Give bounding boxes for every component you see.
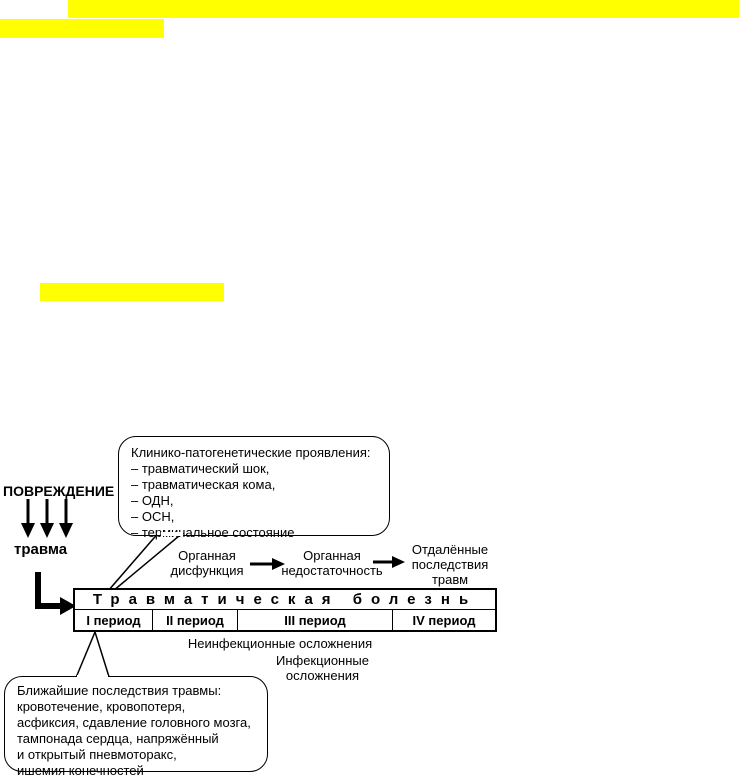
top-callout-seam [161,532,183,536]
top-callout-item: – ОСН, [131,509,175,524]
highlight-bar-top [68,0,739,18]
top-callout-title: Клинико-патогенетические проявления: [131,445,371,460]
late-consequences-line: Отдалённые [411,542,489,557]
infectious-complications: Инфекционные осложнения [270,653,375,683]
organ-failure-line: недостаточность [281,563,383,578]
bottom-callout-item: тампонада сердца, напряжённый [17,731,219,746]
period-cell: IV период [412,613,476,628]
top-callout: Клинико-патогенетические проявления: – т… [118,436,390,540]
organ-dysfunction-line: дисфункция [170,563,244,578]
bent-arrow-icon [35,572,76,615]
infectious-line: осложнения [285,668,360,683]
organ-failure-label: Органная недостаточность [280,548,384,578]
down-arrows-icon [21,499,73,538]
organ-failure-line: Органная [303,548,361,563]
bottom-callout-item: кровотечение, кровопотеря, [17,699,186,714]
highlight-bar-top-left [0,19,164,38]
top-callout-item: – ОДН, [131,493,174,508]
organ-dysfunction-line: Органная [178,548,236,563]
top-callout-item: – терминальное состояние [131,525,295,540]
late-consequences-line: последствия [411,557,489,572]
period-cell: III период [238,610,393,630]
bottom-callout-seam [77,675,108,679]
right-arrow-icon-2 [373,556,405,568]
organ-dysfunction-label: Органная дисфункция [162,548,252,578]
periods-row: I период II период III период IV период [75,610,495,630]
injury-label: ПОВРЕЖДЕНИЕ [3,483,115,499]
late-consequences-line: травм [431,572,469,587]
traumatic-disease-bar: Травматическая болезнь I период II перио… [73,588,497,632]
top-callout-item: – травматический шок, [131,461,270,476]
noninfectious-complications: Неинфекционные осложнения [187,636,373,651]
top-callout-item: – травматическая кома, [131,477,276,492]
bottom-callout-item: ишемия конечностей [17,763,144,778]
traumatic-disease-title: Травматическая болезнь [75,590,495,610]
infectious-line: Инфекционные [275,653,369,668]
late-consequences-label: Отдалённые последствия травм [400,542,500,587]
bottom-callout-item: и открытый пневмоторакс, [17,747,177,762]
highlight-bar-middle [40,283,224,301]
bottom-callout-title: Ближайшие последствия травмы: [17,683,222,698]
bottom-callout-item: асфиксия, сдавление головного мозга, [17,715,251,730]
trauma-label: травма [14,541,68,558]
bottom-callout: Ближайшие последствия травмы: кровотечен… [4,676,268,778]
period-cell: I период [75,610,153,630]
bottom-callout-pointer [73,629,112,681]
right-arrow-icon-1 [250,558,285,570]
period-cell: II период [153,610,238,630]
